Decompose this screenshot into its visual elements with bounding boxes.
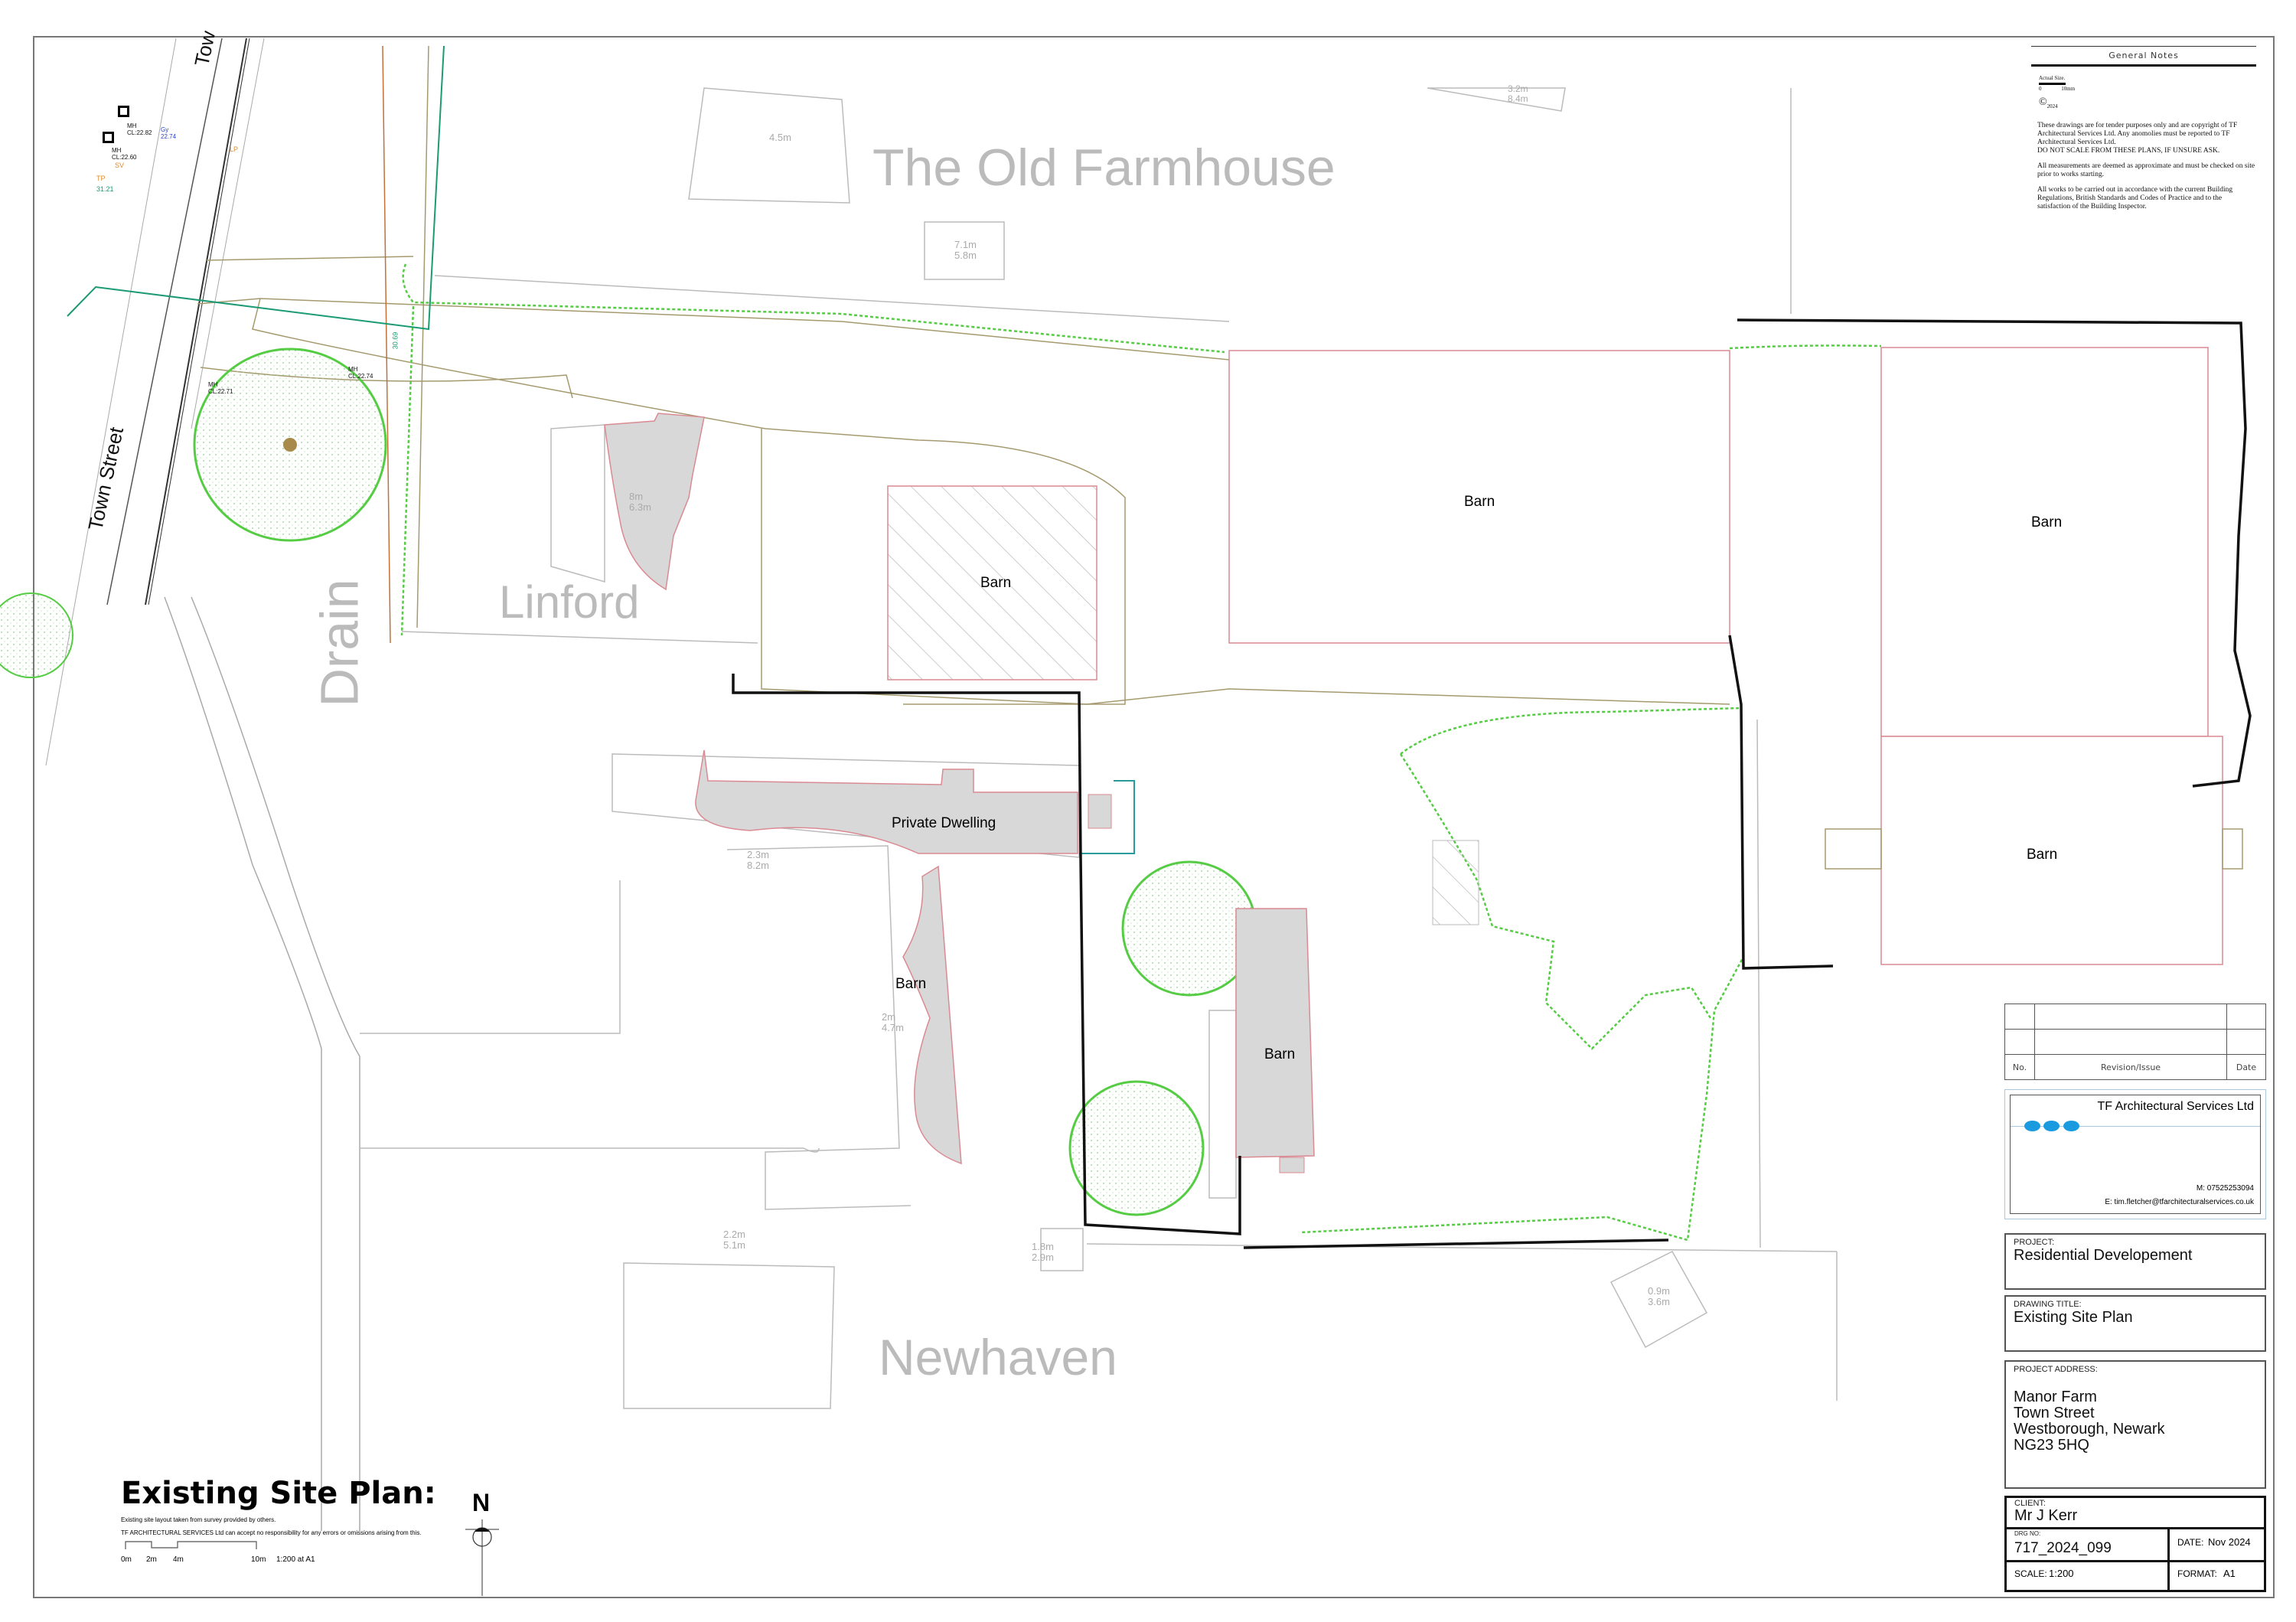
private-dwelling-label: Private Dwelling [892,815,996,831]
tp-label: TP [96,175,106,182]
north-arrow-icon [465,1519,499,1596]
client-name: Mr J Kerr [2014,1507,2078,1524]
rev-col-date: Date [2226,1054,2266,1080]
barn-label: Barn [895,976,927,992]
boundary-fence [732,318,2252,1249]
barn-hatched [887,485,1097,680]
format-label: FORMAT: [2177,1568,2217,1579]
north-label: N [472,1489,491,1516]
level-label: 31.21 [96,185,114,193]
barn-label: Barn [1264,1046,1296,1062]
company-box: TF Architectural Services Ltd M: 0752525… [2004,1089,2266,1219]
note-copyright: These drawings are for tender purposes o… [2037,121,2238,155]
drg-number: 717_2024_099 [2014,1540,2112,1556]
water-main-line [67,45,445,331]
barn-label: Barn [980,575,1012,591]
project-label: PROJECT: [2014,1238,2055,1247]
general-notes-title: General Notes [2031,46,2256,67]
plan-note-1: Existing site layout taken from survey p… [121,1516,276,1523]
company-email: E: tim.fletcher@tfarchitecturalservices.… [2105,1198,2254,1206]
lp-label: LP [230,145,239,153]
drawing-title: Existing Site Plan [2014,1309,2133,1326]
buildings [604,347,2243,1173]
tree-medium-2 [1068,1080,1205,1216]
label-linford: Linford [499,576,640,628]
scale-tick: 0m [121,1555,132,1564]
label-old-farmhouse: The Old Farmhouse [872,139,1336,197]
trees [0,348,1257,1216]
project-name: Residential Developement [2014,1247,2193,1264]
property-boundaries [360,87,1838,1409]
plan-note-2: TF ARCHITECTURAL SERVICES Ltd can accept… [121,1529,422,1536]
copyright: ©2024 [2039,96,2058,109]
company-mobile: M: 07525253094 [2196,1184,2254,1193]
barn-north-centre [1228,350,1730,644]
sv-label: SV [115,162,125,169]
client-box: CLIENT: Mr J Kerr DRG NO: 717_2024_099 D… [2004,1496,2266,1592]
sheet-border [33,36,2275,1598]
town-street-road [45,38,360,1531]
barn-label: Barn [1464,494,1495,510]
tree-partial [0,592,73,678]
scale-text: 1:200 at A1 [276,1555,315,1564]
drg-label: DRG NO: [2014,1530,2041,1537]
scale-tick: 2m [146,1555,157,1564]
drawing-title-box: DRAWING TITLE: Existing Site Plan [2004,1295,2266,1352]
note-regulations: All works to be carried out in accordanc… [2037,185,2233,211]
private-dwelling [695,749,1078,854]
actual-size-scale: Actual Size. 0 10mm [2039,74,2256,93]
note-measurements: All measurements are deemed as approxima… [2037,162,2255,178]
label-newhaven: Newhaven [879,1329,1117,1385]
barn-wavy [902,865,962,1165]
date-value: Nov 2024 [2208,1536,2251,1548]
drawing-title-label: DRAWING TITLE: [2014,1300,2082,1309]
company-logo [2011,1126,2260,1127]
label-drain: Drain [309,579,370,707]
date-label: DATE: [2177,1537,2204,1548]
logo-dots [2024,1121,2079,1135]
scale-end: 10mm [2061,86,2076,92]
barn-south [1235,908,1315,1158]
barn-label: Barn [2027,847,2058,863]
level-label: 30.69 [391,331,400,350]
project-box: PROJECT: Residential Developement [2004,1233,2266,1290]
scale-value: 1:200 [2049,1568,2074,1579]
format-value: A1 [2223,1568,2236,1579]
barn-east [1880,736,2223,965]
dimension-label: 4.5m [769,132,791,143]
scale-tick: 10m [251,1555,266,1564]
scale-label: SCALE: [2014,1568,2047,1579]
rev-col-revision: Revision/Issue [2034,1054,2227,1080]
company-name: TF Architectural Services Ltd [2097,1100,2254,1113]
plan-title: Existing Site Plan: [121,1476,436,1511]
linford-house [604,413,705,591]
general-notes: General Notes Actual Size. 0 10mm ©2024 … [2031,46,2256,218]
barn-north-east [1880,347,2209,737]
barn-label: Barn [2031,514,2063,530]
scale-start: 0 [2039,86,2042,92]
scale-caption: Actual Size. [2039,75,2066,81]
scale-tick: 4m [173,1555,184,1564]
scale-bar: 0m 2m 4m 10m 1:200 at A1 [121,1540,315,1571]
client-label: CLIENT: [2014,1499,2046,1508]
rev-col-no: No. [2004,1054,2035,1080]
address-label: PROJECT ADDRESS: [2014,1365,2098,1374]
